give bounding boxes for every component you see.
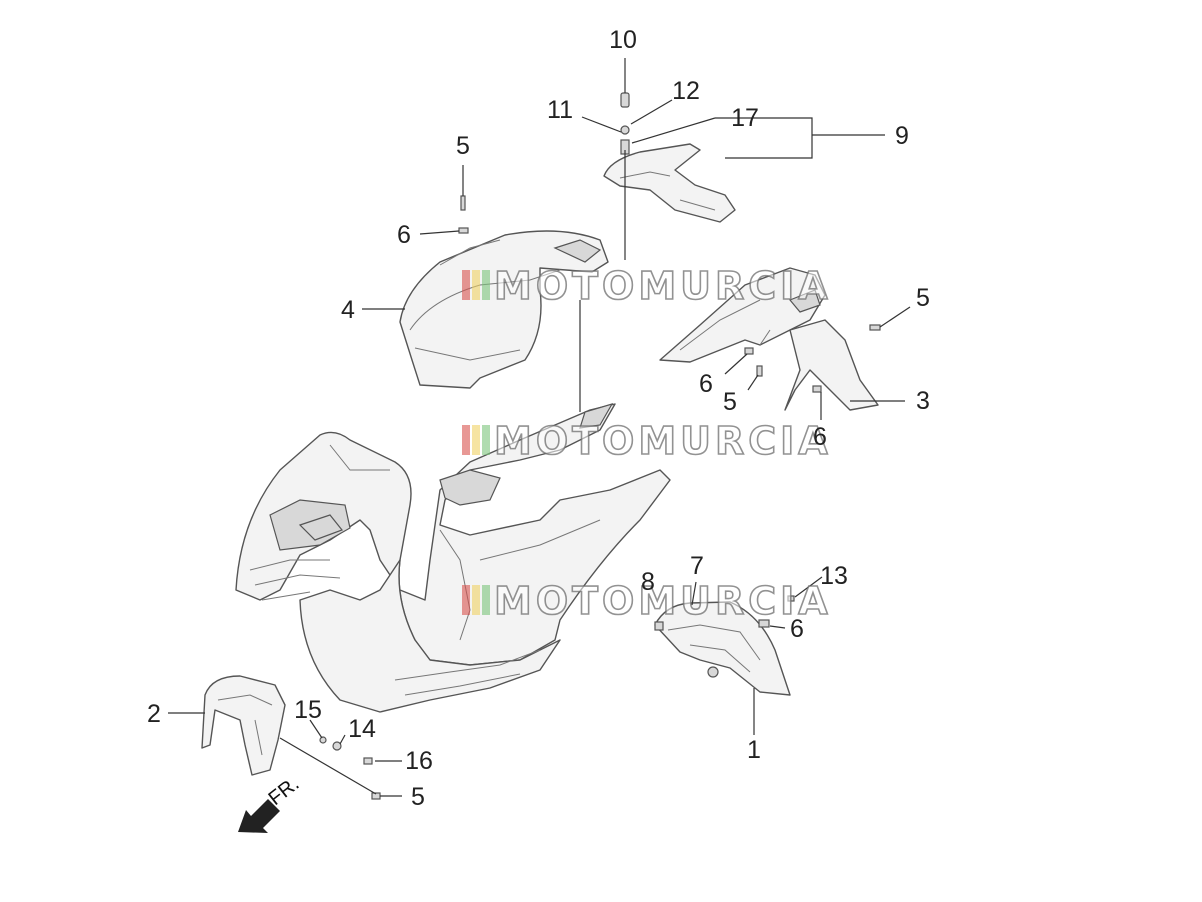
callout-16: 16 xyxy=(405,747,433,775)
callout-10: 10 xyxy=(609,26,637,54)
callout-17: 17 xyxy=(731,104,759,132)
callout-9: 9 xyxy=(895,122,909,150)
callout-14: 14 xyxy=(348,715,376,743)
hardware xyxy=(319,92,881,800)
callout-6-mid: 6 xyxy=(699,370,713,398)
grab-handle xyxy=(603,143,736,223)
callout-6-right: 6 xyxy=(813,423,827,451)
leader-lines xyxy=(168,58,911,797)
callout-15: 15 xyxy=(294,696,322,724)
callout-3: 3 xyxy=(916,387,930,415)
watermark-text: MOTOMURCIA xyxy=(494,579,832,623)
callout-1: 1 xyxy=(747,736,761,764)
rear-fairing xyxy=(659,267,879,411)
rear-mudguard xyxy=(654,601,791,696)
watermark-text: MOTOMURCIA xyxy=(494,419,832,463)
callout-12: 12 xyxy=(672,77,700,105)
arrow-down-left-icon xyxy=(238,799,280,833)
helmet-compartment xyxy=(399,230,609,389)
callout-5-bottom: 5 xyxy=(411,783,425,811)
callout-6-top: 6 xyxy=(397,221,411,249)
callout-7: 7 xyxy=(690,552,704,580)
callout-6-low: 6 xyxy=(790,615,804,643)
front-mudguard xyxy=(201,675,286,776)
callouts: 10 12 11 17 9 5 6 4 5 6 5 3 6 7 8 13 6 1… xyxy=(147,26,930,811)
watermark-text: MOTOMURCIA xyxy=(494,264,832,308)
callout-5-top: 5 xyxy=(456,132,470,160)
front-direction-indicator: FR. xyxy=(238,773,303,833)
callout-4: 4 xyxy=(341,296,355,324)
callout-5-mid: 5 xyxy=(723,388,737,416)
watermark-3: MOTOMURCIA xyxy=(462,578,832,624)
watermark-2: MOTOMURCIA xyxy=(462,418,832,464)
callout-2: 2 xyxy=(147,700,161,728)
main-body xyxy=(235,403,671,713)
watermark-1: MOTOMURCIA xyxy=(462,263,832,309)
callout-5-right: 5 xyxy=(916,284,930,312)
callout-8: 8 xyxy=(641,568,655,596)
callout-11: 11 xyxy=(547,96,573,124)
callout-13: 13 xyxy=(820,562,848,590)
